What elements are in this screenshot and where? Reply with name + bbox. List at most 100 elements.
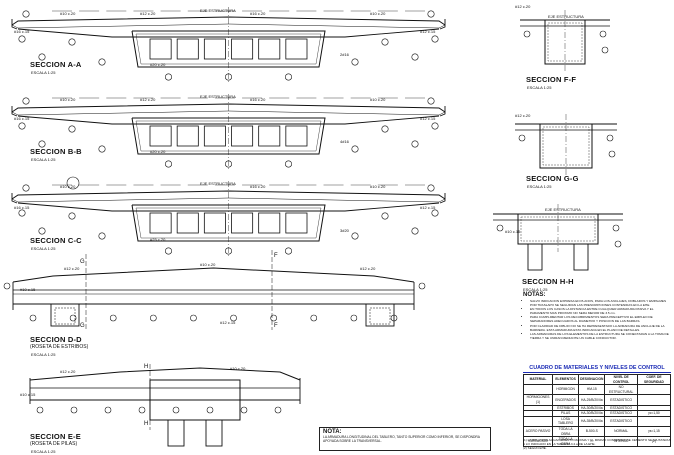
section-c-box-outline xyxy=(131,204,326,242)
section-g-callout-bubble xyxy=(518,134,526,142)
section-c-top-slab xyxy=(11,190,446,200)
table-cell xyxy=(522,384,554,396)
section-a-callout-bubble xyxy=(225,73,233,81)
rebar-label: #12 c.20 xyxy=(60,369,76,374)
rebar-label: #12 c.20 xyxy=(64,266,80,271)
table-cell: ESTADISTICO xyxy=(604,404,638,412)
section-b-callout-bubble xyxy=(22,97,30,105)
section-h-callout-bubble xyxy=(496,224,504,232)
section-e-callout-bubble xyxy=(36,406,44,414)
table-cell: ESTADISTICO xyxy=(604,415,638,427)
rebar-label: #16 c.15 xyxy=(14,29,30,34)
section-f-web xyxy=(544,19,586,65)
table-footnote: (2) SEGUN EHE. xyxy=(523,446,547,450)
table-cell: γs=1,15 xyxy=(636,425,672,438)
rebar-label: #16 c.15 xyxy=(14,116,30,121)
section-d-callout-bubble xyxy=(230,314,237,322)
rebar-label: #20 c.20 xyxy=(150,149,166,154)
table-cell: HM-15 xyxy=(578,384,606,396)
section-d-callout-bubble xyxy=(270,314,277,322)
table-cell: LOSA TABLERO xyxy=(552,415,580,427)
section-scale-c: ESCALA 1:25 xyxy=(31,246,56,251)
section-d-callout-bubble xyxy=(109,314,117,322)
nota-box: NOTA: LA ARMADURA LONGITUDINAL DEL TABLE… xyxy=(319,427,491,451)
section-a-void-cell xyxy=(258,38,281,60)
section-a-parapet xyxy=(11,19,18,30)
section-b-callout-bubble xyxy=(18,122,26,130)
rebar-label: #10 c.15 xyxy=(505,229,521,234)
section-subtitle-e: (ROSETA DE PILAS) xyxy=(30,441,78,447)
table-cell: HORMIGONES (1) xyxy=(522,394,554,406)
rebar-label: #10 c.20 xyxy=(60,11,76,16)
rebar-label: 3#20 xyxy=(340,228,349,233)
section-c-parapet xyxy=(439,193,446,204)
section-c-callout-bubble xyxy=(431,209,439,217)
materials-table: CUADRO DE MATERIALES Y NIVELES DE CONTRO… xyxy=(522,365,672,448)
axis-label-b: EJE ESTRUCTURA xyxy=(200,94,236,99)
section-g-web xyxy=(539,123,593,169)
section-b-void-cell xyxy=(285,125,308,147)
section-a-void-cell xyxy=(149,38,172,60)
section-a-callout-bubble xyxy=(38,53,46,61)
section-b-callout-bubble xyxy=(381,125,389,133)
section-c-detail-bubble xyxy=(66,176,80,190)
table-header: DESIGNACION xyxy=(578,373,606,386)
section-b-callout-bubble xyxy=(411,140,419,148)
section-b-box-outline xyxy=(131,117,326,155)
table-cell: NO ESTRUCTURAL xyxy=(604,384,638,396)
section-title-f: SECCION F-F xyxy=(526,75,577,84)
rebar-label: #10 c.20 xyxy=(60,184,76,189)
section-c-callout-bubble xyxy=(411,227,419,235)
section-b-box-rebar xyxy=(135,120,322,152)
table-cell: HA-25/B/20/IIa xyxy=(578,394,606,406)
section-b-callout-bubble xyxy=(38,140,46,148)
general-notes: NOTAS: SALVO INDICACION EXPRESA EN PLANO… xyxy=(523,292,669,350)
rebar-label: #12 c.20 xyxy=(360,266,376,271)
table-footnotes: (1) LA RELACION AGUA/CEMENTO MAXIMA Y EL… xyxy=(523,438,671,450)
section-d-callout-bubble xyxy=(190,314,197,322)
note-item: POR CLARIDAD DE DIBUJO NO SE HA REPRESEN… xyxy=(530,324,669,332)
cut-marker-g-2: G xyxy=(80,323,85,329)
section-c-box-rebar xyxy=(135,207,322,239)
table-cell: ACERO PASIVO xyxy=(522,425,554,438)
materials-grid: MATERIAL ELEMENTOS DESIGNACION NIVEL DE … xyxy=(522,373,672,448)
section-title-g: SECCION G-G xyxy=(526,174,579,183)
rebar-label: #10 c.15 xyxy=(20,287,36,292)
section-e-callout-bubble xyxy=(172,406,180,414)
section-a-callout-bubble xyxy=(381,38,389,46)
section-b-void-cell xyxy=(258,125,281,147)
section-c-callout-bubble xyxy=(98,232,106,240)
section-c-callout-bubble xyxy=(427,184,435,192)
section-scale-e: ESCALA 1:25 xyxy=(31,449,56,454)
section-c-callout-bubble xyxy=(165,247,173,255)
section-d-support xyxy=(50,303,80,327)
section-h-callout-bubble xyxy=(612,224,620,232)
section-b-parapet xyxy=(439,106,446,117)
section-e-callout-bubble xyxy=(240,406,248,414)
rebar-label: 2#16 xyxy=(340,52,349,57)
section-a-top-slab xyxy=(11,16,446,26)
axis-label-a: EJE ESTRUCTURA xyxy=(200,8,236,13)
rebar-label: #16 c.20 xyxy=(250,97,266,102)
section-e-callout-bubble xyxy=(138,406,146,414)
section-b-void-cell xyxy=(149,125,172,147)
section-d-callout-bubble xyxy=(350,314,358,322)
section-b-void-cell xyxy=(203,125,226,147)
section-a-callout-bubble xyxy=(427,10,435,18)
section-e-pier-2 xyxy=(205,419,223,447)
section-a-callout-bubble xyxy=(431,35,439,43)
table-cell: (2) xyxy=(636,436,672,448)
section-b-void-cell xyxy=(231,125,254,147)
axis-label-c: EJE ESTRUCTURA xyxy=(200,181,236,186)
section-f-callout-bubble xyxy=(601,46,609,54)
section-d-callout-bubble xyxy=(310,314,318,322)
table-cell xyxy=(636,384,672,396)
section-a-callout-bubble xyxy=(351,58,359,66)
section-a-void-cell xyxy=(285,38,308,60)
section-c-parapet xyxy=(11,193,18,204)
table-header: ELEMENTOS xyxy=(552,373,580,386)
section-title-c: SECCION C-C xyxy=(30,236,82,245)
